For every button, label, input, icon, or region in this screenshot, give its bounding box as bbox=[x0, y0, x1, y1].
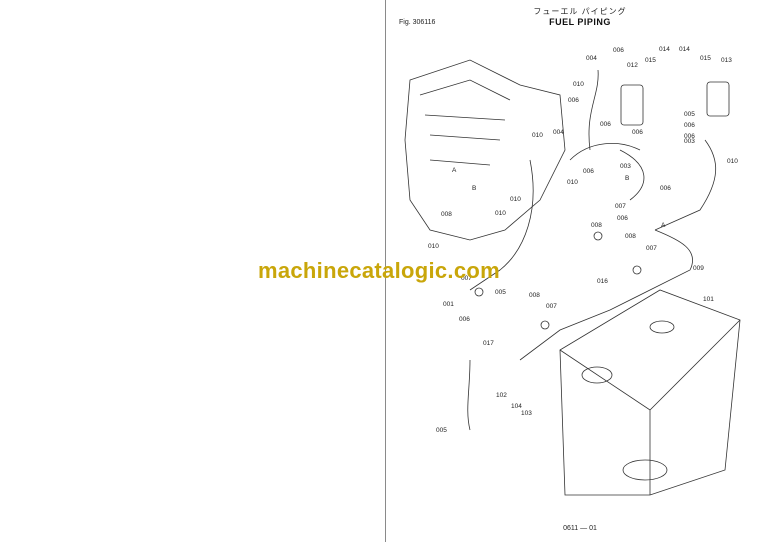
page-number: 0611 — 01 bbox=[563, 525, 597, 532]
fuel-filter-right bbox=[706, 81, 730, 117]
svg-text:006: 006 bbox=[684, 122, 695, 129]
svg-text:014: 014 bbox=[659, 46, 670, 53]
fuel-filter-left bbox=[620, 84, 644, 126]
svg-text:015: 015 bbox=[645, 57, 656, 64]
svg-text:006: 006 bbox=[684, 133, 695, 140]
hose-009 bbox=[609, 229, 693, 311]
svg-text:004: 004 bbox=[586, 55, 597, 62]
svg-text:014: 014 bbox=[679, 46, 690, 53]
svg-text:006: 006 bbox=[568, 97, 579, 104]
svg-text:010: 010 bbox=[495, 210, 506, 217]
svg-text:007: 007 bbox=[615, 203, 626, 210]
svg-text:005: 005 bbox=[684, 111, 695, 118]
svg-text:B: B bbox=[472, 185, 476, 192]
svg-text:010: 010 bbox=[573, 81, 584, 88]
svg-text:009: 009 bbox=[693, 265, 704, 272]
svg-text:003: 003 bbox=[620, 163, 631, 170]
svg-text:005: 005 bbox=[436, 427, 447, 434]
svg-text:006: 006 bbox=[583, 168, 594, 175]
svg-text:010: 010 bbox=[567, 179, 578, 186]
svg-text:012: 012 bbox=[627, 62, 638, 69]
svg-text:006: 006 bbox=[600, 121, 611, 128]
title-english: FUEL PIPING bbox=[549, 17, 611, 27]
hose-010-top bbox=[588, 69, 599, 151]
engine-outline bbox=[404, 59, 566, 241]
hose-010-right bbox=[654, 139, 717, 231]
svg-text:017: 017 bbox=[483, 340, 494, 347]
svg-text:010: 010 bbox=[510, 196, 521, 203]
svg-text:102: 102 bbox=[496, 392, 507, 399]
figure-reference: Fig. 306116 bbox=[399, 19, 436, 26]
fuel-tank-outline bbox=[559, 289, 741, 496]
svg-text:001: 001 bbox=[443, 301, 454, 308]
svg-text:006: 006 bbox=[617, 215, 628, 222]
svg-text:A: A bbox=[661, 222, 666, 229]
svg-text:006: 006 bbox=[632, 129, 643, 136]
svg-text:007: 007 bbox=[646, 245, 657, 252]
hose-016 bbox=[519, 309, 611, 361]
svg-text:010: 010 bbox=[727, 158, 738, 165]
svg-text:A: A bbox=[452, 167, 457, 174]
svg-text:013: 013 bbox=[721, 57, 732, 64]
hose-003 bbox=[619, 149, 645, 201]
svg-text:008: 008 bbox=[441, 211, 452, 218]
svg-text:007: 007 bbox=[546, 303, 557, 310]
svg-text:004: 004 bbox=[553, 129, 564, 136]
title-japanese: フューエル パイピング bbox=[533, 7, 627, 16]
svg-text:006: 006 bbox=[613, 47, 624, 54]
svg-text:006: 006 bbox=[660, 185, 671, 192]
watermark-text: machinecatalogic.com bbox=[258, 258, 500, 283]
svg-text:016: 016 bbox=[597, 278, 608, 285]
svg-text:007: 007 bbox=[461, 275, 472, 282]
svg-text:006: 006 bbox=[459, 316, 470, 323]
svg-text:103: 103 bbox=[521, 410, 532, 417]
svg-text:005: 005 bbox=[495, 289, 506, 296]
svg-text:B: B bbox=[625, 175, 629, 182]
svg-text:010: 010 bbox=[428, 243, 439, 250]
hose-017 bbox=[467, 359, 471, 431]
svg-text:015: 015 bbox=[700, 55, 711, 62]
hose-004 bbox=[569, 143, 641, 161]
svg-text:008: 008 bbox=[625, 233, 636, 240]
svg-text:010: 010 bbox=[532, 132, 543, 139]
svg-text:003: 003 bbox=[684, 138, 695, 145]
svg-text:008: 008 bbox=[591, 222, 602, 229]
svg-text:008: 008 bbox=[529, 292, 540, 299]
page-divider bbox=[385, 0, 386, 542]
svg-text:104: 104 bbox=[511, 403, 522, 410]
svg-text:101: 101 bbox=[703, 296, 714, 303]
part-labels: 004 010 006 006 012 015 014 014 015 013 … bbox=[428, 46, 738, 434]
hose-010-left bbox=[469, 159, 534, 291]
